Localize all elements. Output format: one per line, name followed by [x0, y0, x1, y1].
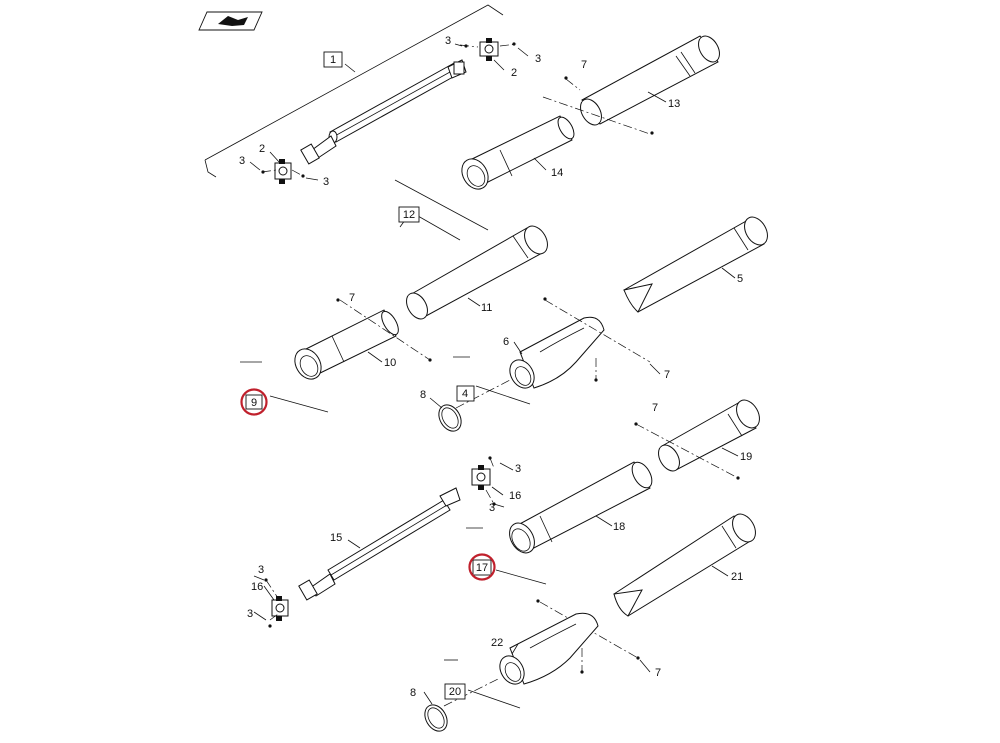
u-joint-2-bottom [274, 159, 292, 184]
part-label-10: 10 [384, 357, 396, 369]
svg-text:4: 4 [462, 388, 468, 400]
part-label-16: 16 [251, 581, 263, 593]
callout-4[interactable]: 4 [456, 385, 475, 402]
u-joint-16-top [471, 465, 491, 490]
tube-11 [406, 225, 548, 320]
part-label-7: 7 [581, 59, 587, 71]
centerline-top [542, 96, 651, 135]
callout-9[interactable]: 9 [240, 388, 268, 416]
tube-10 [294, 309, 399, 380]
highlight-ring-17 [468, 553, 496, 581]
part-label-3: 3 [515, 463, 521, 475]
callout-12[interactable]: 12 [398, 206, 420, 223]
part-label-15: 15 [330, 532, 342, 544]
part-label-3: 3 [247, 608, 253, 620]
part-label-22: 22 [491, 637, 503, 649]
svg-text:1: 1 [330, 54, 336, 66]
tube-5 [623, 216, 768, 313]
part-label-5: 5 [737, 273, 743, 285]
clamp-ring-8b [424, 677, 501, 732]
part-label-13: 13 [668, 98, 680, 110]
part-label-7: 7 [664, 369, 670, 381]
assembly-9-bracket [240, 361, 329, 413]
part-label-8: 8 [410, 687, 416, 699]
assembly-20-bracket [444, 659, 521, 709]
centerline-mid-right [544, 299, 651, 363]
part-label-14: 14 [551, 167, 563, 179]
part-label-11: 11 [481, 302, 492, 314]
part-label-3: 3 [239, 155, 245, 167]
part-label-19: 19 [740, 451, 752, 463]
centerline-mid-left [339, 299, 431, 361]
part-label-3: 3 [323, 176, 329, 188]
part-label-18: 18 [613, 521, 625, 533]
part-label-8: 8 [420, 389, 426, 401]
part-label-7: 7 [652, 402, 658, 414]
drive-shaft-15 [298, 487, 461, 601]
elbow-6 [509, 316, 605, 389]
svg-text:12: 12 [403, 209, 415, 221]
assembly-4-bracket [453, 356, 531, 405]
svg-text:17: 17 [476, 562, 488, 574]
assembly-1-bracket [204, 4, 504, 178]
part-label-2: 2 [511, 67, 517, 79]
centerline-19 [635, 423, 739, 479]
callout-20[interactable]: 20 [444, 683, 466, 700]
part-label-3: 3 [445, 35, 451, 47]
callout-17[interactable]: 17 [468, 553, 496, 581]
u-joint-16-bottom [271, 596, 289, 621]
part-label-3: 3 [489, 502, 495, 514]
callout-1[interactable]: 1 [323, 51, 343, 68]
svg-text:9: 9 [251, 397, 257, 409]
part-label-3: 3 [258, 564, 264, 576]
part-label-6: 6 [503, 336, 509, 348]
assembly-17-bracket [466, 527, 547, 585]
drive-shaft-1 [300, 59, 467, 165]
tube-14 [461, 115, 575, 190]
leader-lines [249, 43, 739, 705]
svg-text:20: 20 [449, 686, 461, 698]
clamp-ring-8a [438, 379, 511, 432]
elbow-22 [499, 612, 599, 685]
u-joint-2-top [479, 38, 499, 61]
tube-21 [613, 513, 756, 617]
part-label-16: 16 [509, 490, 521, 502]
bolts-3-bottom [261, 169, 305, 178]
part-labels: 3 3 2 7 13 2 3 3 14 5 7 11 6 10 7 8 7 19… [239, 35, 752, 699]
part-label-2: 2 [259, 143, 265, 155]
tube-19 [658, 399, 760, 472]
highlight-ring-9 [240, 388, 268, 416]
part-label-3: 3 [535, 53, 541, 65]
part-label-21: 21 [731, 571, 743, 583]
tube-13 [580, 35, 720, 126]
part-label-7: 7 [655, 667, 661, 679]
bolts-3-top [459, 42, 518, 48]
view-direction-icon [198, 11, 263, 31]
tube-18 [509, 461, 653, 554]
part-label-7: 7 [349, 292, 355, 304]
